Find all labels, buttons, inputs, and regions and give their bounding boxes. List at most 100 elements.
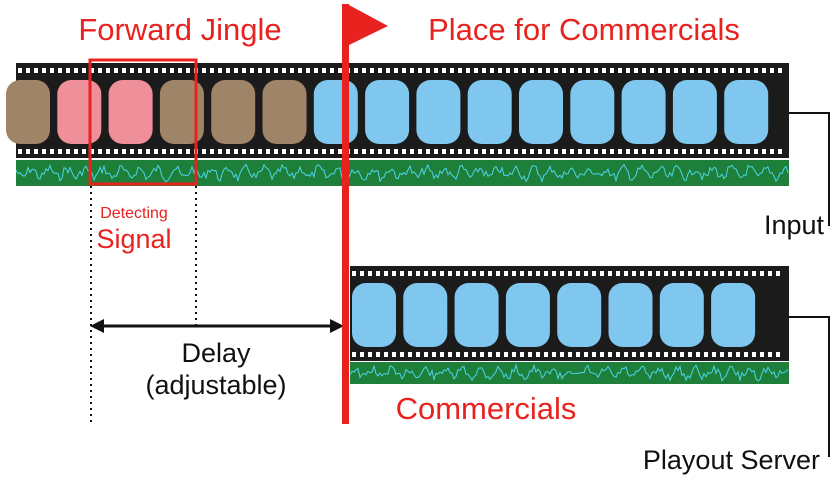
sprocket-hole xyxy=(736,271,740,276)
sprocket-hole xyxy=(258,68,262,73)
sprocket-hole xyxy=(226,68,230,73)
sprocket-hole xyxy=(480,271,484,276)
sprocket-hole xyxy=(570,68,574,73)
sprocket-hole xyxy=(504,352,508,357)
sprocket-hole xyxy=(696,271,700,276)
sprocket-hole xyxy=(586,68,590,73)
sprocket-hole xyxy=(680,352,684,357)
sprocket-hole xyxy=(632,271,636,276)
film-frame-commercial xyxy=(570,80,615,144)
sprocket-hole xyxy=(274,68,278,73)
sprocket-hole xyxy=(354,149,358,154)
sprocket-hole xyxy=(664,352,668,357)
sprocket-hole xyxy=(410,149,414,154)
detecting-label: Detecting xyxy=(100,205,168,222)
sprocket-hole xyxy=(298,149,302,154)
sprocket-hole xyxy=(624,352,628,357)
sprocket-hole xyxy=(560,352,564,357)
sprocket-hole xyxy=(122,149,126,154)
sprocket-hole xyxy=(674,149,678,154)
delay-label: Delay xyxy=(181,338,251,368)
sprocket-hole xyxy=(440,271,444,276)
sprocket-hole xyxy=(266,149,270,154)
sprocket-hole xyxy=(314,149,318,154)
sprocket-hole xyxy=(610,68,614,73)
sprocket-hole xyxy=(746,149,750,154)
sprocket-hole xyxy=(744,271,748,276)
sprocket-hole xyxy=(488,352,492,357)
sprocket-hole xyxy=(432,352,436,357)
sprocket-hole xyxy=(250,68,254,73)
sprocket-hole xyxy=(730,149,734,154)
sprocket-hole xyxy=(688,271,692,276)
sprocket-hole xyxy=(416,352,420,357)
sprocket-hole xyxy=(322,149,326,154)
sprocket-hole xyxy=(314,68,318,73)
sprocket-hole xyxy=(474,149,478,154)
sprocket-hole xyxy=(362,68,366,73)
sprocket-hole xyxy=(528,271,532,276)
sprocket-hole xyxy=(698,68,702,73)
sprocket-hole xyxy=(98,68,102,73)
sprocket-hole xyxy=(546,68,550,73)
sprocket-hole xyxy=(410,68,414,73)
sprocket-hole xyxy=(384,352,388,357)
output-sprockets-bottom xyxy=(352,352,780,357)
sprocket-hole xyxy=(130,68,134,73)
sprocket-hole xyxy=(530,68,534,73)
sprocket-hole xyxy=(154,68,158,73)
sprocket-hole xyxy=(306,68,310,73)
sprocket-hole xyxy=(776,352,780,357)
sprocket-hole xyxy=(402,149,406,154)
sprocket-hole xyxy=(712,271,716,276)
input-frames xyxy=(6,80,769,144)
sprocket-hole xyxy=(720,352,724,357)
sprocket-hole xyxy=(536,352,540,357)
sprocket-hole xyxy=(656,271,660,276)
sprocket-hole xyxy=(536,271,540,276)
sprocket-hole xyxy=(640,352,644,357)
sprocket-hole xyxy=(424,352,428,357)
sprocket-hole xyxy=(386,68,390,73)
film-frame-commercial xyxy=(621,80,666,144)
sprocket-hole xyxy=(546,149,550,154)
sprocket-hole xyxy=(26,68,30,73)
output-audio-waveform xyxy=(349,363,789,382)
sprocket-hole xyxy=(416,271,420,276)
sprocket-hole xyxy=(472,271,476,276)
sprocket-hole xyxy=(666,68,670,73)
sprocket-hole xyxy=(456,271,460,276)
signal-label: Signal xyxy=(96,224,171,254)
sprocket-hole xyxy=(448,271,452,276)
sprocket-hole xyxy=(352,352,356,357)
sprocket-hole xyxy=(138,149,142,154)
sprocket-hole xyxy=(170,149,174,154)
sprocket-hole xyxy=(42,149,46,154)
sprocket-hole xyxy=(618,68,622,73)
sprocket-hole xyxy=(496,352,500,357)
sprocket-hole xyxy=(42,68,46,73)
sprocket-hole xyxy=(586,149,590,154)
sprocket-hole xyxy=(530,149,534,154)
sprocket-hole xyxy=(576,352,580,357)
input-label: Input xyxy=(764,210,825,240)
sprocket-hole xyxy=(242,68,246,73)
sprocket-hole xyxy=(666,149,670,154)
sprocket-hole xyxy=(496,271,500,276)
sprocket-hole xyxy=(680,271,684,276)
sprocket-hole xyxy=(442,68,446,73)
sprocket-hole xyxy=(400,271,404,276)
sprocket-hole xyxy=(568,271,572,276)
sprocket-hole xyxy=(34,68,38,73)
sprocket-hole xyxy=(18,68,22,73)
film-frame-commercial xyxy=(467,80,512,144)
sprocket-hole xyxy=(408,271,412,276)
sprocket-hole xyxy=(400,352,404,357)
sprocket-hole xyxy=(608,271,612,276)
input-connector-line xyxy=(789,112,830,226)
sprocket-hole xyxy=(178,68,182,73)
sprocket-hole xyxy=(418,149,422,154)
sprocket-hole xyxy=(706,68,710,73)
sprocket-hole xyxy=(752,352,756,357)
sprocket-hole xyxy=(282,68,286,73)
